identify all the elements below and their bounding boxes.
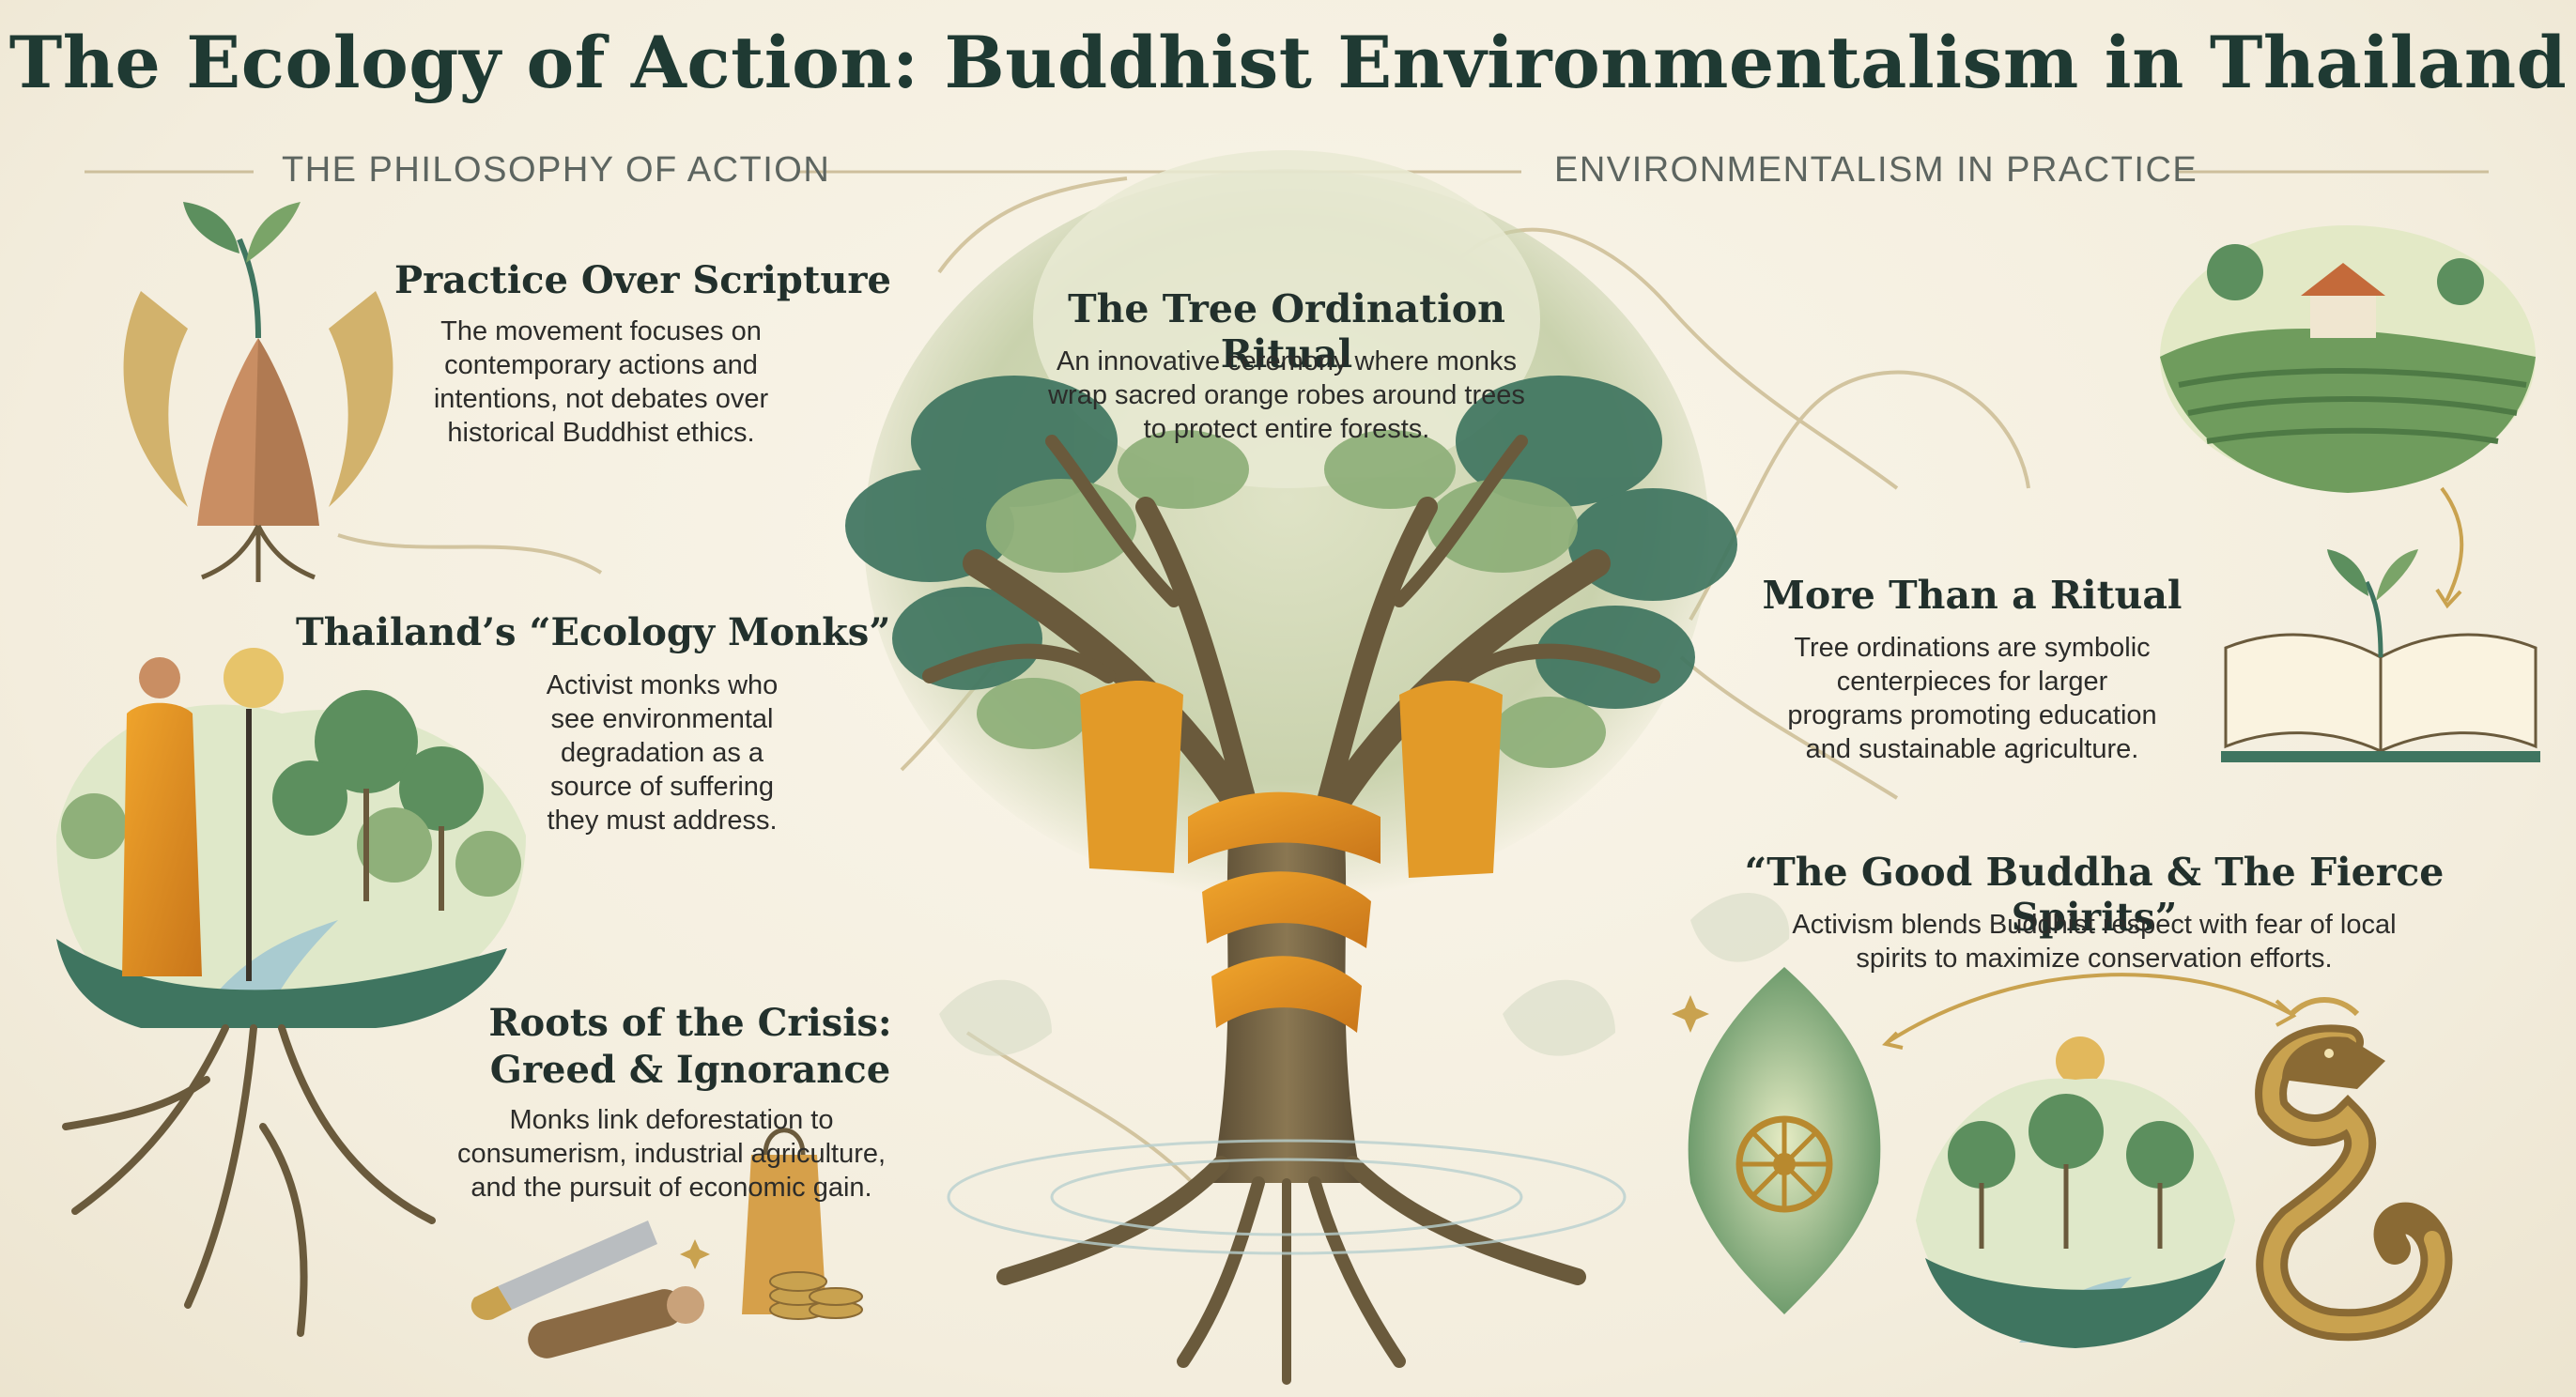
section-label-philosophy: THE PHILOSOPHY OF ACTION <box>282 150 831 190</box>
sacred-tree-icon <box>845 150 1737 1385</box>
saw-logs-icon <box>470 1220 704 1359</box>
forest-stream-icon <box>1916 1036 2235 1348</box>
dharma-wheel-leaf-icon <box>1688 967 1881 1314</box>
section-label-practice: ENVIRONMENTALISM IN PRACTICE <box>1554 150 2198 190</box>
card-heading: Roots of the Crisis: Greed & Ignorance <box>488 1001 892 1092</box>
card-body: An innovative ceremony where monks wrap … <box>1048 346 1525 444</box>
card-body: The movement focuses on contemporary act… <box>433 316 769 448</box>
card-body: Activism blends Buddhist respect with fe… <box>1792 910 2397 974</box>
card-heading: More Than a Ritual <box>1762 573 2183 618</box>
card-heading: Thailand’s “Ecology Monks” <box>296 610 891 654</box>
card-heading: “The Good Buddha & The Fierce Spirits” <box>1744 850 2445 940</box>
praying-hands-sprout-icon <box>123 202 393 582</box>
card-body: Activist monks who see environmental deg… <box>546 670 779 836</box>
flow-arrows <box>1882 486 2464 1050</box>
shopping-bag-coins-icon <box>742 1128 863 1320</box>
card-body: Monks link deforestation to consumerism,… <box>456 1105 887 1203</box>
card-heading: Practice Over Scripture <box>394 258 891 302</box>
page-title: The Ecology of Action: Buddhist Environm… <box>8 21 2568 104</box>
card-heading: The Tree Ordination Ritual <box>1068 286 1505 376</box>
farm-field-icon <box>2160 225 2536 493</box>
open-book-sprout-icon <box>2221 549 2540 762</box>
sparkles <box>680 995 1709 1269</box>
background-leaves <box>939 893 1790 1056</box>
naga-serpent-icon <box>2255 997 2453 1342</box>
monk-forest-icon <box>56 648 526 1337</box>
orange-robe <box>1080 681 1503 1033</box>
card-body: Tree ordinations are symbolic centerpiec… <box>1787 633 2157 764</box>
